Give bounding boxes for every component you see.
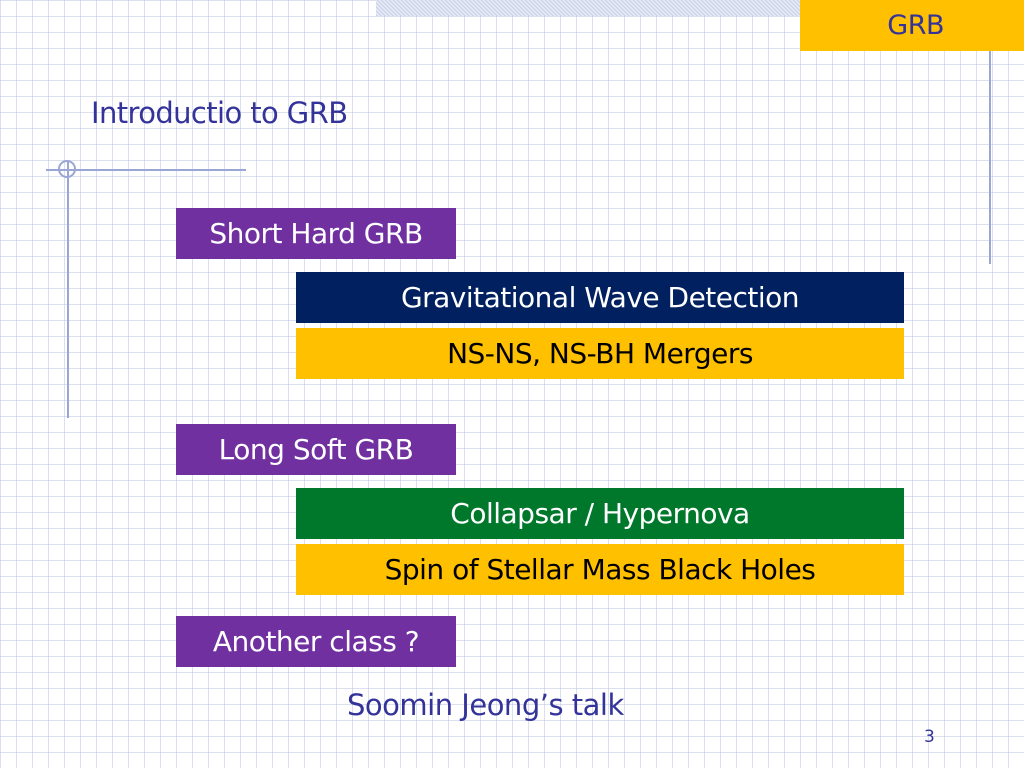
left-decorative-horizontal-line bbox=[46, 169, 246, 171]
slide-title: Introductio to GRB bbox=[91, 96, 348, 130]
right-decorative-line bbox=[989, 51, 991, 264]
page-number: 3 bbox=[924, 727, 935, 747]
detail-collapsar-hypernova: Collapsar / Hypernova bbox=[296, 488, 904, 539]
detail-ns-mergers: NS-NS, NS-BH Mergers bbox=[296, 328, 904, 379]
category-long-soft-grb: Long Soft GRB bbox=[176, 424, 456, 475]
category-another-class: Another class ? bbox=[176, 616, 456, 667]
detail-black-hole-spin: Spin of Stellar Mass Black Holes bbox=[296, 544, 904, 595]
header-pattern-strip bbox=[376, 0, 800, 16]
footer-talk-note: Soomin Jeong’s talk bbox=[347, 688, 624, 722]
header-tab: GRB bbox=[800, 0, 1024, 51]
category-short-hard-grb: Short Hard GRB bbox=[176, 208, 456, 259]
left-decorative-vertical-line bbox=[67, 162, 69, 418]
crosshair-circle-icon bbox=[58, 160, 76, 178]
detail-gravitational-wave-detection: Gravitational Wave Detection bbox=[296, 272, 904, 323]
